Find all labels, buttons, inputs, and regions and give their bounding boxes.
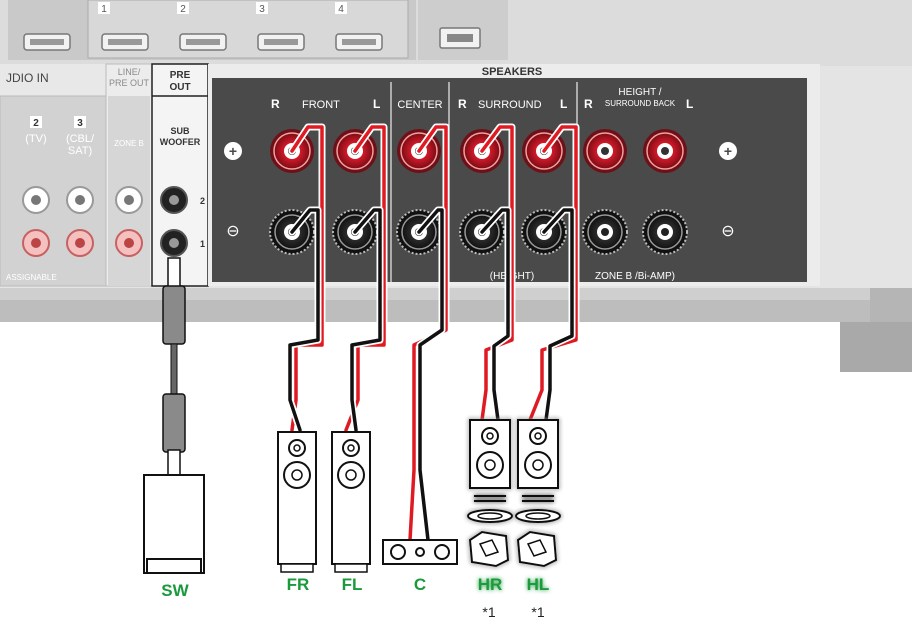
wire-height-right-negative (480, 208, 510, 422)
subwoofer-jack-2 (160, 186, 188, 214)
hdmi-number: 4 (338, 4, 344, 15)
speakers-title: SPEAKERS (482, 66, 543, 78)
zone-b-label: ZONE B (114, 139, 144, 148)
footnote-marker: *1 (482, 604, 495, 620)
speaker-label-hl: HL (527, 575, 550, 594)
audio-input-panel: JDIO IN 2 (TV) 3 (CBL/ SAT) ASSIGNABLE (0, 64, 107, 287)
wire-center-positive (408, 125, 448, 542)
terminal-negative-height-r[interactable] (582, 209, 628, 255)
height-label: HEIGHT / (618, 87, 661, 98)
jack-number: 2 (200, 196, 205, 206)
audio-in-label: JDIO IN (6, 71, 49, 85)
input-number: 3 (77, 118, 83, 129)
hdmi-port (257, 33, 305, 51)
channel-r: R (584, 97, 593, 111)
sub-woofer-label: SUB (170, 126, 190, 136)
surround-label: SURROUND (478, 99, 542, 111)
speaker-label-fr: FR (287, 575, 310, 594)
wire-front-right-positive (290, 125, 324, 432)
minus-symbol: ⊖ (226, 223, 239, 240)
height-label: SURROUND BACK (605, 99, 676, 108)
usb-port (439, 27, 481, 49)
zone-b-bi-amp-note: ZONE B /Bi-AMP) (595, 271, 675, 282)
footnote-marker: *1 (531, 604, 544, 620)
wire-height-right-positive (480, 125, 514, 422)
channel-r: R (271, 97, 280, 111)
channel-l: L (373, 97, 380, 111)
line-pre-out-label: PRE OUT (109, 78, 150, 88)
pre-out-label: PRE (170, 70, 191, 81)
rca-jack-white (22, 186, 50, 214)
front-label: FRONT (302, 99, 340, 111)
input-name: (TV) (25, 133, 46, 145)
hdmi-number: 3 (259, 4, 265, 15)
channel-l: L (560, 97, 567, 111)
rca-jack-white (115, 186, 143, 214)
sub-woofer-label: WOOFER (160, 137, 201, 147)
hdmi-input-strip: 1 2 3 4 (8, 0, 508, 60)
speaker-label-fl: FL (342, 575, 363, 594)
line-pre-out-label: LINE/ (118, 67, 141, 77)
center-label: CENTER (397, 99, 442, 111)
rca-jack-red (115, 229, 143, 257)
speaker-label-sw: SW (161, 581, 189, 600)
hdmi-port (23, 33, 71, 51)
terminal-negative-height-l[interactable] (642, 209, 688, 255)
line-pre-out-panel: LINE/ PRE OUT ZONE B (105, 63, 153, 287)
terminal-positive-height-r[interactable] (583, 129, 627, 173)
front-left-speaker (331, 431, 371, 573)
hdmi-port (101, 33, 149, 51)
plus-symbol: + (229, 143, 237, 159)
center-speaker (382, 539, 458, 565)
input-name: (CBL/ (66, 133, 95, 145)
input-number: 2 (33, 118, 39, 129)
hdmi-port (335, 33, 383, 51)
height-right-speaker (467, 419, 513, 568)
speaker-label-hr: HR (478, 575, 503, 594)
channel-r: R (458, 97, 467, 111)
subwoofer-jack-1 (160, 229, 188, 257)
wire-center-negative (417, 208, 444, 542)
wire-front-left-positive (344, 125, 386, 432)
input-name: SAT) (68, 145, 92, 157)
rca-jack-red (22, 229, 50, 257)
speaker-label-c: C (414, 575, 426, 594)
hdmi-number: 1 (101, 4, 107, 15)
channel-l: L (686, 97, 693, 111)
hdmi-number: 2 (180, 4, 186, 15)
assignable-label: ASSIGNABLE (6, 273, 57, 282)
wire-height-left-negative (542, 208, 574, 422)
jack-number: 1 (200, 239, 205, 249)
terminal-positive-height-l[interactable] (643, 129, 687, 173)
pre-out-subwoofer-panel: PRE OUT SUB WOOFER 2 1 (151, 63, 209, 287)
subwoofer-cable (162, 257, 186, 477)
subwoofer (143, 474, 205, 574)
plus-symbol: + (724, 143, 732, 159)
rca-jack-white (66, 186, 94, 214)
front-right-speaker (277, 431, 317, 573)
pre-out-label: OUT (169, 82, 190, 93)
height-left-speaker (515, 419, 561, 568)
wire-front-right-negative (288, 208, 320, 432)
wire-height-left-positive (528, 125, 578, 422)
hdmi-port (179, 33, 227, 51)
minus-symbol: ⊖ (721, 223, 734, 240)
rca-jack-red (66, 229, 94, 257)
wire-front-left-negative (350, 208, 382, 432)
